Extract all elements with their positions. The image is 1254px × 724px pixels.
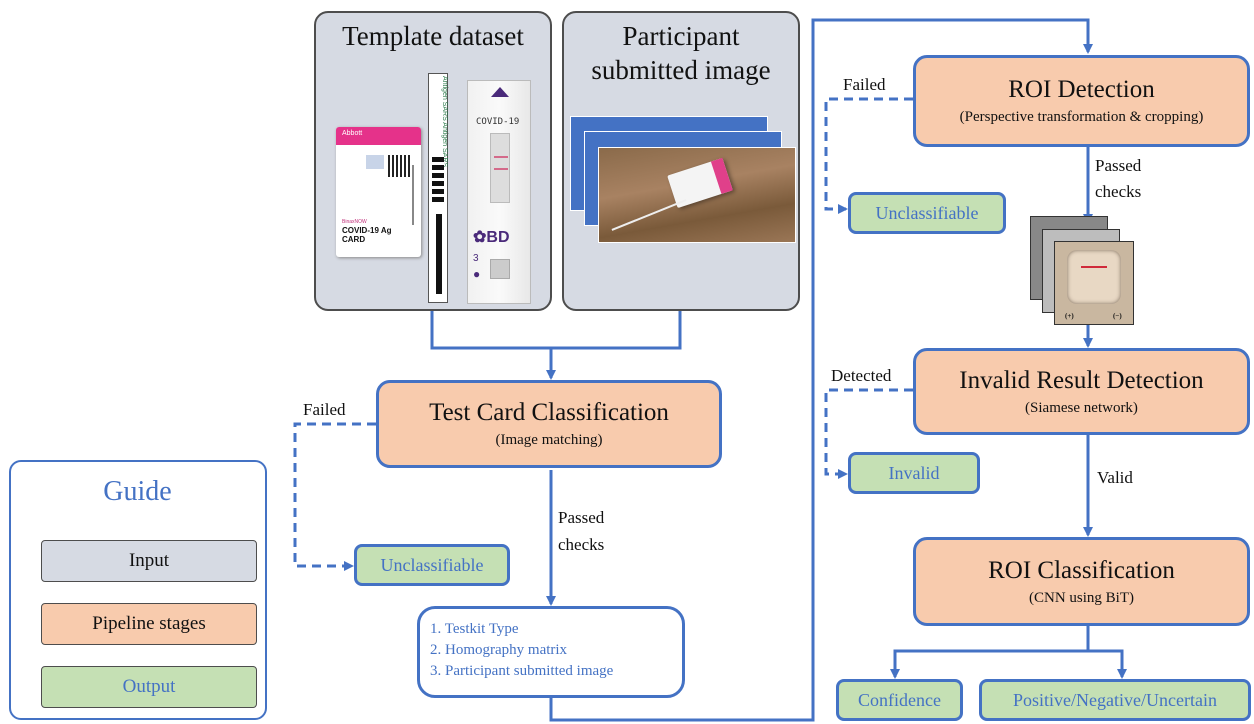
guide-pipeline-swatch: Pipeline stages	[41, 603, 257, 645]
classification-split-connector	[890, 626, 1090, 679]
abbott-test-card-image: Abbott BinaxNOW COVID-19 Ag CARD	[336, 127, 421, 257]
passed-label-1-line2: checks	[558, 535, 605, 554]
loop-connector	[549, 18, 1093, 722]
bd-card-brand: ✿BD	[473, 227, 510, 247]
failed-dashed-connector-2	[824, 97, 913, 214]
roi-detection-title: ROI Detection	[1008, 76, 1155, 103]
template-dataset-title: Template dataset	[342, 21, 524, 51]
invalid-result-detection-subtitle: (Siamese network)	[1025, 399, 1138, 416]
guide-title: Guide	[103, 476, 172, 507]
template-dataset-box: Template dataset Abbott BinaxNOW COVID-1…	[314, 11, 552, 311]
input-merge-connector	[430, 310, 682, 350]
test-card-classification-subtitle: (Image matching)	[495, 432, 603, 448]
intermediate-output-list: 1. Testkit Type 2. Homography matrix 3. …	[417, 606, 685, 698]
roi-crop-window	[1067, 250, 1121, 304]
bd-card-arrow	[491, 87, 509, 97]
unclassifiable-output-2: Unclassifiable	[848, 192, 1006, 234]
abbott-card-header	[336, 127, 421, 145]
roi-crop-minus-mark: (−)	[1113, 312, 1122, 320]
participant-title-line2: submitted image	[591, 55, 771, 85]
bd-card-well	[490, 259, 510, 279]
photo-test-card	[667, 157, 733, 209]
invalid-result-detection-stage: Invalid Result Detection (Siamese networ…	[913, 348, 1250, 435]
strip-lower-band	[436, 214, 442, 294]
failed-label-1: Failed	[303, 400, 346, 419]
passed-label-2-line1: Passed	[1095, 156, 1142, 175]
roi-crop-front: (+) (−)	[1054, 241, 1134, 325]
bd-card-line	[494, 156, 508, 158]
bd-card-line	[494, 168, 508, 170]
passed-label-1-line1: Passed	[558, 508, 605, 527]
roi-classification-subtitle: (CNN using BiT)	[1029, 589, 1134, 606]
abbott-card-name-2: CARD	[342, 235, 366, 244]
photo-card-stripe	[710, 157, 733, 194]
guide-legend: Guide Input Pipeline stages Output	[9, 460, 267, 720]
abbott-small-name: BinaxNOW	[342, 219, 367, 225]
roi-detection-subtitle: (Perspective transformation & cropping)	[959, 109, 1204, 125]
bd-logo-icon: ✿	[473, 229, 487, 246]
confidence-output: Confidence	[836, 679, 963, 721]
bd-card-label: COVID-19	[476, 117, 520, 127]
roi-detection-stage: ROI Detection (Perspective transformatio…	[913, 55, 1250, 147]
list-item-testkit-type: 1. Testkit Type	[430, 621, 519, 637]
guide-output-swatch: Output	[41, 666, 257, 708]
abbott-strip-mark	[412, 165, 414, 225]
photo-swab-line	[611, 199, 687, 231]
bd-test-card-image: COVID-19 ✿BD 3 ●	[467, 80, 531, 304]
passed-label-2-line2: checks	[1095, 182, 1142, 201]
strip-text: Antigen SARS Antigen SARS	[441, 76, 448, 168]
arrow-to-result	[1088, 649, 1127, 679]
participant-photo	[598, 147, 796, 243]
list-item-participant-image: 3. Participant submitted image	[430, 663, 614, 679]
roi-crop-line	[1081, 266, 1107, 268]
participant-title-line1: Participant	[622, 21, 740, 51]
detected-label: Detected	[831, 366, 892, 385]
abbott-qr-code	[388, 155, 410, 177]
strip-barcode	[432, 154, 444, 202]
result-output: Positive/Negative/Uncertain	[979, 679, 1251, 721]
antigen-test-strip-image: Antigen SARS Antigen SARS	[428, 73, 448, 303]
test-card-classification-stage: Test Card Classification (Image matching…	[376, 380, 722, 468]
detected-dashed-connector	[824, 388, 913, 479]
guide-input-swatch: Input	[41, 540, 257, 582]
list-item-homography: 2. Homography matrix	[430, 642, 568, 658]
abbott-card-name-1: COVID-19 Ag	[342, 226, 392, 235]
bd-card-window	[490, 133, 510, 203]
test-card-classification-title: Test Card Classification	[429, 399, 669, 426]
invalid-output: Invalid	[848, 452, 980, 494]
bd-card-drop-icon: ●	[473, 267, 481, 281]
failed-label-2: Failed	[843, 75, 886, 94]
bd-card-number: 3	[473, 253, 479, 264]
invalid-result-detection-title: Invalid Result Detection	[959, 366, 1204, 394]
roi-crop-plus-mark: (+)	[1065, 312, 1074, 320]
valid-label: Valid	[1097, 468, 1133, 487]
roi-classification-title: ROI Classification	[988, 556, 1175, 584]
bd-card-brand-text: BD	[486, 229, 510, 246]
abbott-brand-text: Abbott	[342, 130, 363, 137]
roi-classification-stage: ROI Classification (CNN using BiT)	[913, 537, 1250, 626]
failed-dashed-connector-1	[293, 422, 376, 571]
abbott-read-window	[366, 155, 384, 169]
unclassifiable-output-1: Unclassifiable	[354, 544, 510, 586]
participant-image-box: Participant submitted image	[562, 11, 800, 311]
